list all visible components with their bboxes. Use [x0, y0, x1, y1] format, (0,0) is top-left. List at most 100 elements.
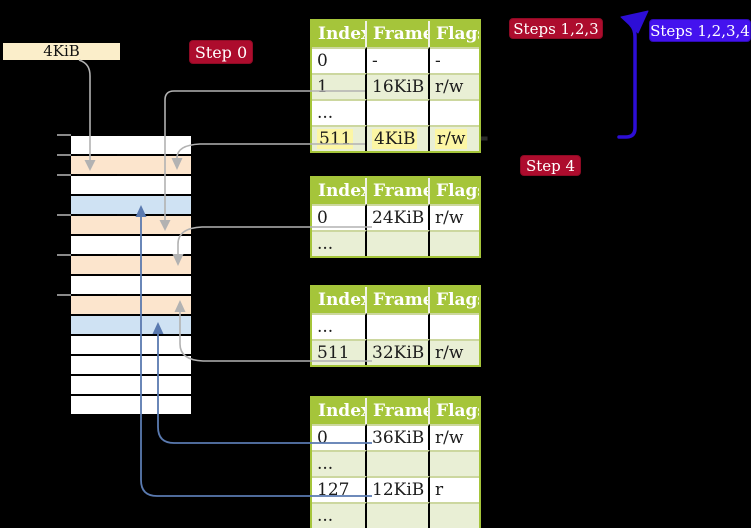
page-table-2: IndexFrameFlags024KiBr/w... — [310, 176, 481, 258]
memory-address-tick — [57, 134, 71, 136]
frame-size-label: 4KiB — [3, 43, 120, 60]
table-header-row: IndexFrameFlags — [312, 178, 479, 204]
memory-frame-row — [71, 134, 191, 154]
table-cell — [367, 230, 430, 256]
table-cell — [430, 230, 479, 256]
table-header-row: IndexFrameFlags — [312, 287, 479, 313]
table-cell: 24KiB — [367, 204, 430, 230]
table-row: ... — [312, 313, 479, 339]
table-cell: r — [430, 476, 479, 502]
table-cell — [367, 313, 430, 339]
table-header-cell: Frame — [367, 287, 430, 313]
memory-address-tick — [57, 214, 71, 216]
arrow-steps-loop — [617, 10, 649, 139]
line-stub — [481, 136, 488, 141]
memory-frame-row — [71, 314, 191, 334]
table-cell: ... — [312, 313, 367, 339]
table-cell: ... — [312, 99, 367, 125]
table-row: ... — [312, 450, 479, 476]
memory-frame-row — [71, 374, 191, 394]
memory-frame-row — [71, 354, 191, 374]
table-header-cell: Flags — [430, 398, 479, 424]
memory-frame-row — [71, 214, 191, 234]
memory-address-tick — [57, 174, 71, 176]
memory-frame-row — [71, 234, 191, 254]
step-0-badge: Step 0 — [189, 40, 253, 64]
table-header-cell: Flags — [430, 178, 479, 204]
memory-address-tick — [57, 254, 71, 256]
table-cell: 0 — [312, 424, 367, 450]
table-cell: - — [430, 47, 479, 73]
memory-frame-row — [71, 334, 191, 354]
memory-frame-row — [71, 174, 191, 194]
table-header-cell: Index — [312, 178, 367, 204]
table-header-cell: Flags — [430, 21, 479, 47]
table-row: 511 4KiB r/w — [312, 125, 479, 151]
memory-frame-row — [71, 194, 191, 214]
table-header-cell: Index — [312, 21, 367, 47]
table-cell: 4KiB — [367, 125, 430, 151]
table-cell — [430, 313, 479, 339]
memory-frame-row — [71, 274, 191, 294]
table-cell — [430, 502, 479, 528]
table-cell: 36KiB — [367, 424, 430, 450]
table-header-cell: Index — [312, 287, 367, 313]
table-cell: r/w — [430, 73, 479, 99]
memory-frame-row — [71, 154, 191, 174]
table-cell — [367, 450, 430, 476]
page-table-4: IndexFrameFlags036KiBr/w...12712KiBr... — [310, 396, 481, 528]
table-header-cell: Frame — [367, 178, 430, 204]
memory-frame-row — [71, 294, 191, 314]
table-cell: 16KiB — [367, 73, 430, 99]
table-header-cell: Index — [312, 398, 367, 424]
table-cell: 1 — [312, 73, 367, 99]
table-cell: r/w — [430, 125, 479, 151]
table-header-cell: Frame — [367, 398, 430, 424]
table-header-row: IndexFrameFlags — [312, 21, 479, 47]
table-cell: 127 — [312, 476, 367, 502]
table-cell: 511 — [312, 125, 367, 151]
table-cell: ... — [312, 502, 367, 528]
physical-memory-strip — [71, 134, 191, 416]
table-header-cell: Flags — [430, 287, 479, 313]
memory-address-tick — [57, 294, 71, 296]
table-header-cell: Frame — [367, 21, 430, 47]
table-cell: 12KiB — [367, 476, 430, 502]
table-cell — [430, 99, 479, 125]
highlighted-value: 511 — [317, 129, 354, 149]
highlighted-value: r/w — [435, 129, 468, 149]
table-row: ... — [312, 230, 479, 256]
table-row: 0-- — [312, 47, 479, 73]
table-cell: r/w — [430, 339, 479, 365]
steps-123-badge: Steps 1,2,3 — [509, 18, 603, 39]
table-cell — [430, 450, 479, 476]
steps-1234-badge: Steps 1,2,3,4 — [649, 19, 751, 42]
table-cell — [367, 99, 430, 125]
memory-address-tick — [57, 154, 71, 156]
table-cell: r/w — [430, 424, 479, 450]
table-cell: ... — [312, 450, 367, 476]
arrowhead-upleft-icon — [620, 10, 649, 34]
table-cell: 511 — [312, 339, 367, 365]
table-header-row: IndexFrameFlags — [312, 398, 479, 424]
table-cell: 0 — [312, 204, 367, 230]
table-cell: - — [367, 47, 430, 73]
memory-frame-row — [71, 394, 191, 416]
table-cell: 32KiB — [367, 339, 430, 365]
table-cell: ... — [312, 230, 367, 256]
table-row: ... — [312, 502, 479, 528]
step-4-badge: Step 4 — [520, 155, 581, 176]
table-cell: r/w — [430, 204, 479, 230]
table-cell: 0 — [312, 47, 367, 73]
table-row: ... — [312, 99, 479, 125]
highlighted-value: 4KiB — [372, 129, 418, 149]
memory-frame-row — [71, 254, 191, 274]
